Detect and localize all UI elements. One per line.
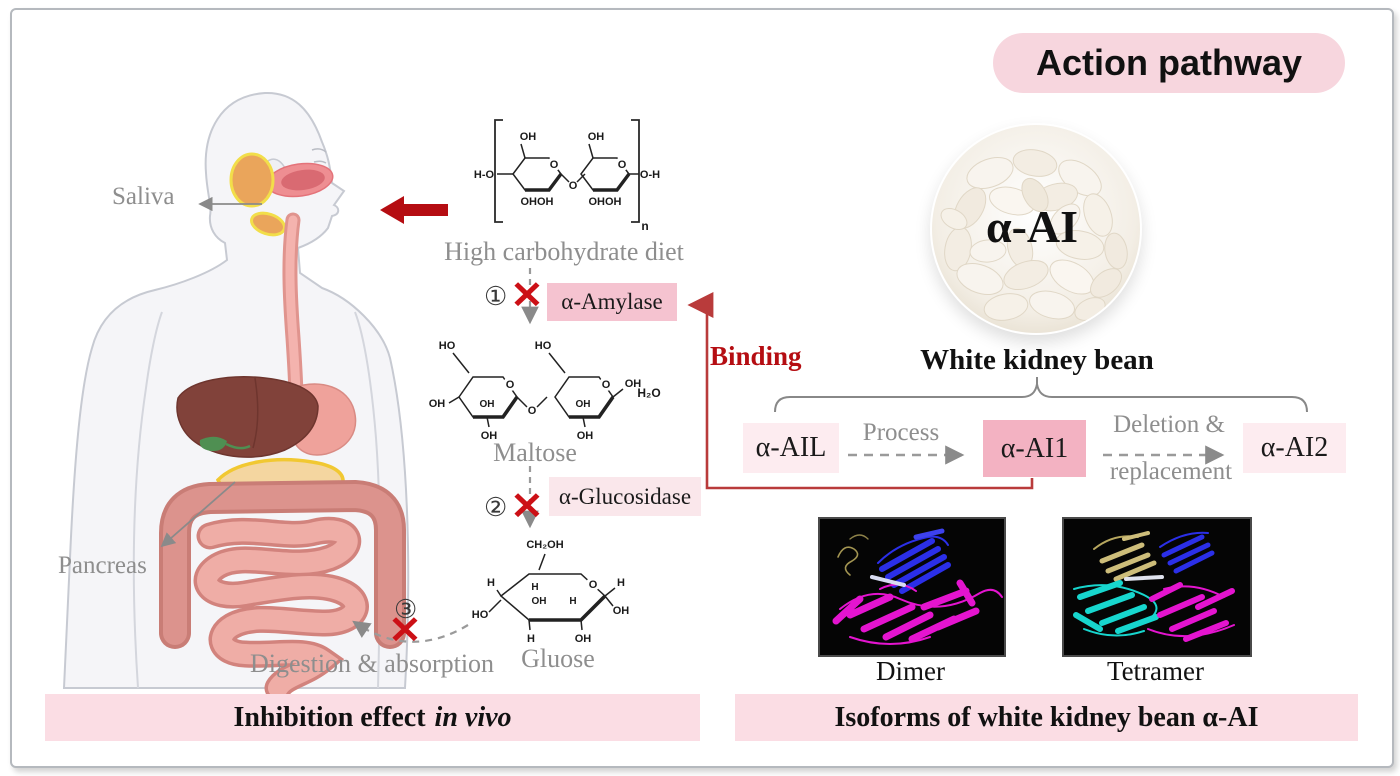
ring2-bold <box>569 395 615 419</box>
ho-left: H-O <box>474 169 495 181</box>
glucose-structure: O CH₂OH H HO H OH H H OH H OH <box>472 539 630 645</box>
link-oxygen: O <box>528 405 537 417</box>
banner-inhibition-effect: Inhibition effect in vivo <box>45 694 700 741</box>
tetramer-label: Tetramer <box>1106 656 1205 686</box>
process-label: Process <box>862 419 940 446</box>
h-in2: H <box>569 596 576 607</box>
h2o: H₂O <box>637 386 660 400</box>
tetramer-structure-image <box>1062 517 1252 657</box>
step2-number: ② <box>484 493 508 522</box>
o2-mask <box>599 377 613 391</box>
oh-right: OH <box>613 605 630 617</box>
dimer-ribbons <box>832 528 1003 645</box>
ring1-bold <box>525 172 563 192</box>
page-title: Action pathway <box>993 33 1345 93</box>
polymer-brackets <box>494 119 640 223</box>
ho-2: HO <box>535 340 552 352</box>
ring2-oxygen: O <box>618 159 627 171</box>
h-left: H <box>487 577 495 589</box>
tetramer-ribbons <box>1073 531 1235 642</box>
bonds <box>448 352 624 428</box>
inhibition-x1-icon: ✕ <box>510 275 544 317</box>
subscript-n: n <box>641 219 648 233</box>
ohoh-2: OHOH <box>589 196 622 208</box>
oh-in1: OH <box>480 399 495 410</box>
link-oxygen: O <box>569 180 578 192</box>
starch-structure: O O OH OH H-O O O-H OHOH OHOH n <box>474 119 660 233</box>
inhibition-x2-icon: ✕ <box>510 486 544 528</box>
binding-label: Binding <box>710 341 802 371</box>
ohoh-1: OHOH <box>521 196 554 208</box>
ho-left: HO <box>472 609 489 621</box>
step3-number: ③ <box>394 595 418 624</box>
h-bot: H <box>527 633 535 645</box>
bean-pile <box>940 149 1128 321</box>
maltose-structure: O O HO HO O OH OH OH OH OH OH H₂O <box>429 340 661 442</box>
inhibition-x3-icon: ✕ <box>388 610 422 652</box>
digestion-caption: Digestion & absorption <box>249 649 495 678</box>
oh-top1: OH <box>520 131 537 143</box>
starch-caption: High carbohydrate diet <box>444 237 684 266</box>
oh-right: OH <box>625 378 642 390</box>
step1-number: ① <box>484 282 508 311</box>
ring2-oxygen: O <box>602 379 611 391</box>
ho-1: HO <box>439 340 456 352</box>
maltose-caption: Maltose <box>493 438 577 467</box>
amylase-box: α-Amylase <box>547 283 677 321</box>
banner-left-text: Inhibition effect <box>233 702 426 733</box>
h-in1: H <box>531 582 538 593</box>
alpha-ai2-box: α-AI2 <box>1243 423 1346 473</box>
pancreas-label: Pancreas <box>58 552 147 579</box>
dimer-label: Dimer <box>876 656 945 686</box>
glucose-caption: Gluose <box>521 644 595 673</box>
ring1-bold <box>473 395 519 419</box>
oh-bot1: OH <box>481 430 498 442</box>
oh-in1: OH <box>532 596 547 607</box>
alpha-ail-box: α-AIL <box>743 423 839 473</box>
o1-mask <box>503 377 517 391</box>
glucosidase-box: α-Glucosidase <box>549 477 701 516</box>
ring-oxygen: O <box>589 579 598 591</box>
ch2oh: CH₂OH <box>526 539 563 551</box>
o-mask <box>586 577 600 591</box>
oh-bot2: OH <box>577 430 594 442</box>
bonds <box>497 143 639 183</box>
alpha-ai-overlay-label: α-AI <box>985 201 1079 252</box>
oh-left: OH <box>429 398 446 410</box>
oh-top2: OH <box>588 131 605 143</box>
saliva-label: Saliva <box>112 183 175 210</box>
ring1-oxygen: O <box>506 379 515 391</box>
oh-bot: OH <box>575 633 592 645</box>
banner-isoforms: Isoforms of white kidney bean α-AI <box>735 694 1358 741</box>
oh-right: O-H <box>640 169 660 181</box>
ring1-oxygen: O <box>550 159 559 171</box>
bonds <box>488 553 616 631</box>
oh-in2: OH <box>576 399 591 410</box>
beans-svg <box>932 125 1140 333</box>
deletion-label-line1: Deletion & <box>1113 411 1225 438</box>
ring2-bold <box>593 172 631 192</box>
white-kidney-bean-label: White kidney bean <box>920 344 1154 376</box>
banner-left-italic: in vivo <box>434 702 512 733</box>
h-right: H <box>617 577 625 589</box>
deletion-label-line2: replacement <box>1109 458 1233 485</box>
white-kidney-bean-image <box>930 123 1142 335</box>
o1-mask <box>547 157 561 171</box>
o2-mask <box>615 157 629 171</box>
dimer-structure-image <box>818 517 1006 657</box>
alpha-ai1-box: α-AI1 <box>983 420 1086 477</box>
